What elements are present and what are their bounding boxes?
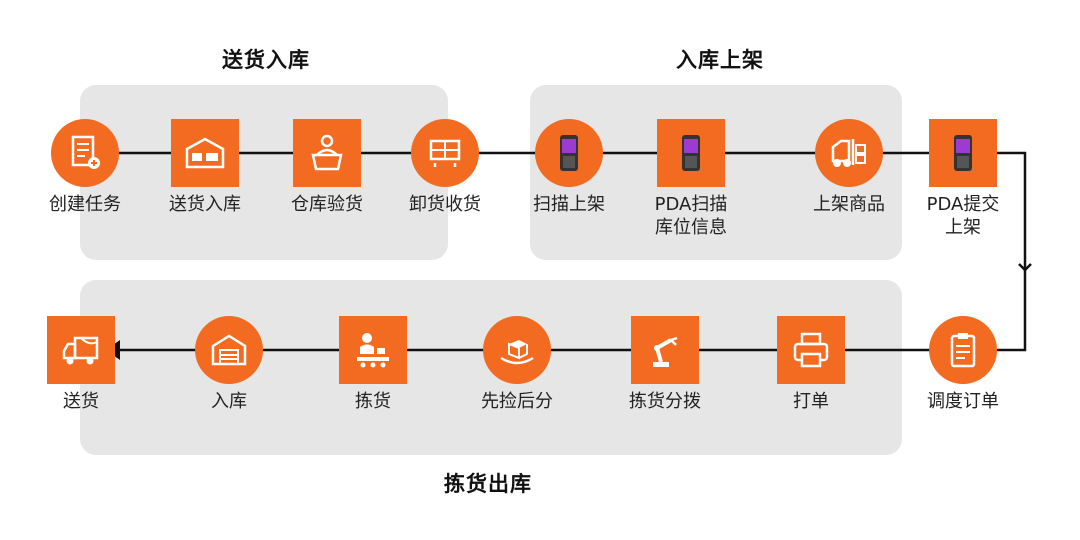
warehouse-truck-icon (171, 119, 239, 187)
group-title-inbound: 送货入库 (222, 48, 310, 72)
warehouse-icon (195, 316, 263, 384)
box-pin-icon (483, 316, 551, 384)
step-pda-scan: PDA扫描 库位信息 (626, 119, 756, 239)
step-label: 送货入库 (169, 194, 241, 215)
down-chevron-icon (1018, 263, 1032, 272)
step-unload: 卸货收货 (380, 119, 510, 229)
step-inspect: 仓库验货 (262, 119, 392, 229)
step-store: 入库 (164, 316, 294, 426)
pda-device-icon (929, 119, 997, 187)
step-label: 入库 (211, 391, 247, 412)
step-label: PDA提交 上架 (926, 194, 1000, 238)
step-ship: 送货 (16, 316, 146, 426)
pda-device-icon (535, 119, 603, 187)
robot-arm-icon (631, 316, 699, 384)
step-label: 拣货 (355, 391, 391, 412)
step-scan-shelf: 扫描上架 (504, 119, 634, 229)
step-pick: 拣货 (308, 316, 438, 426)
worker-box-icon (293, 119, 361, 187)
step-label: 调度订单 (927, 391, 999, 412)
step-pick-first: 先捡后分 (452, 316, 582, 426)
worker-conveyor-icon (339, 316, 407, 384)
delivery-truck-icon (47, 316, 115, 384)
step-dispatch: 调度订单 (898, 316, 1028, 426)
group-title-picking: 拣货出库 (444, 472, 532, 496)
step-label: 送货 (63, 391, 99, 412)
task-list-icon (51, 119, 119, 187)
pda-device-icon (657, 119, 725, 187)
step-label: 仓库验货 (291, 194, 363, 215)
step-pda-submit: PDA提交 上架 (898, 119, 1028, 239)
forklift-icon (815, 119, 883, 187)
step-sort: 拣货分拨 (600, 316, 730, 426)
step-print: 打单 (746, 316, 876, 426)
step-label: 上架商品 (813, 194, 885, 215)
step-label: 先捡后分 (481, 391, 553, 412)
group-title-shelving: 入库上架 (676, 48, 764, 72)
step-label: PDA扫描 库位信息 (654, 194, 728, 238)
step-create-task: 创建任务 (20, 119, 150, 229)
step-label: 扫描上架 (533, 194, 605, 215)
clipboard-icon (929, 316, 997, 384)
step-label: 卸货收货 (409, 194, 481, 215)
printer-icon (777, 316, 845, 384)
step-shelve-goods: 上架商品 (784, 119, 914, 229)
step-deliver-in: 送货入库 (140, 119, 270, 229)
step-label: 创建任务 (49, 194, 121, 215)
step-label: 拣货分拨 (629, 391, 701, 412)
inbound-panel (80, 85, 448, 260)
loading-dock-icon (411, 119, 479, 187)
step-label: 打单 (793, 391, 829, 412)
